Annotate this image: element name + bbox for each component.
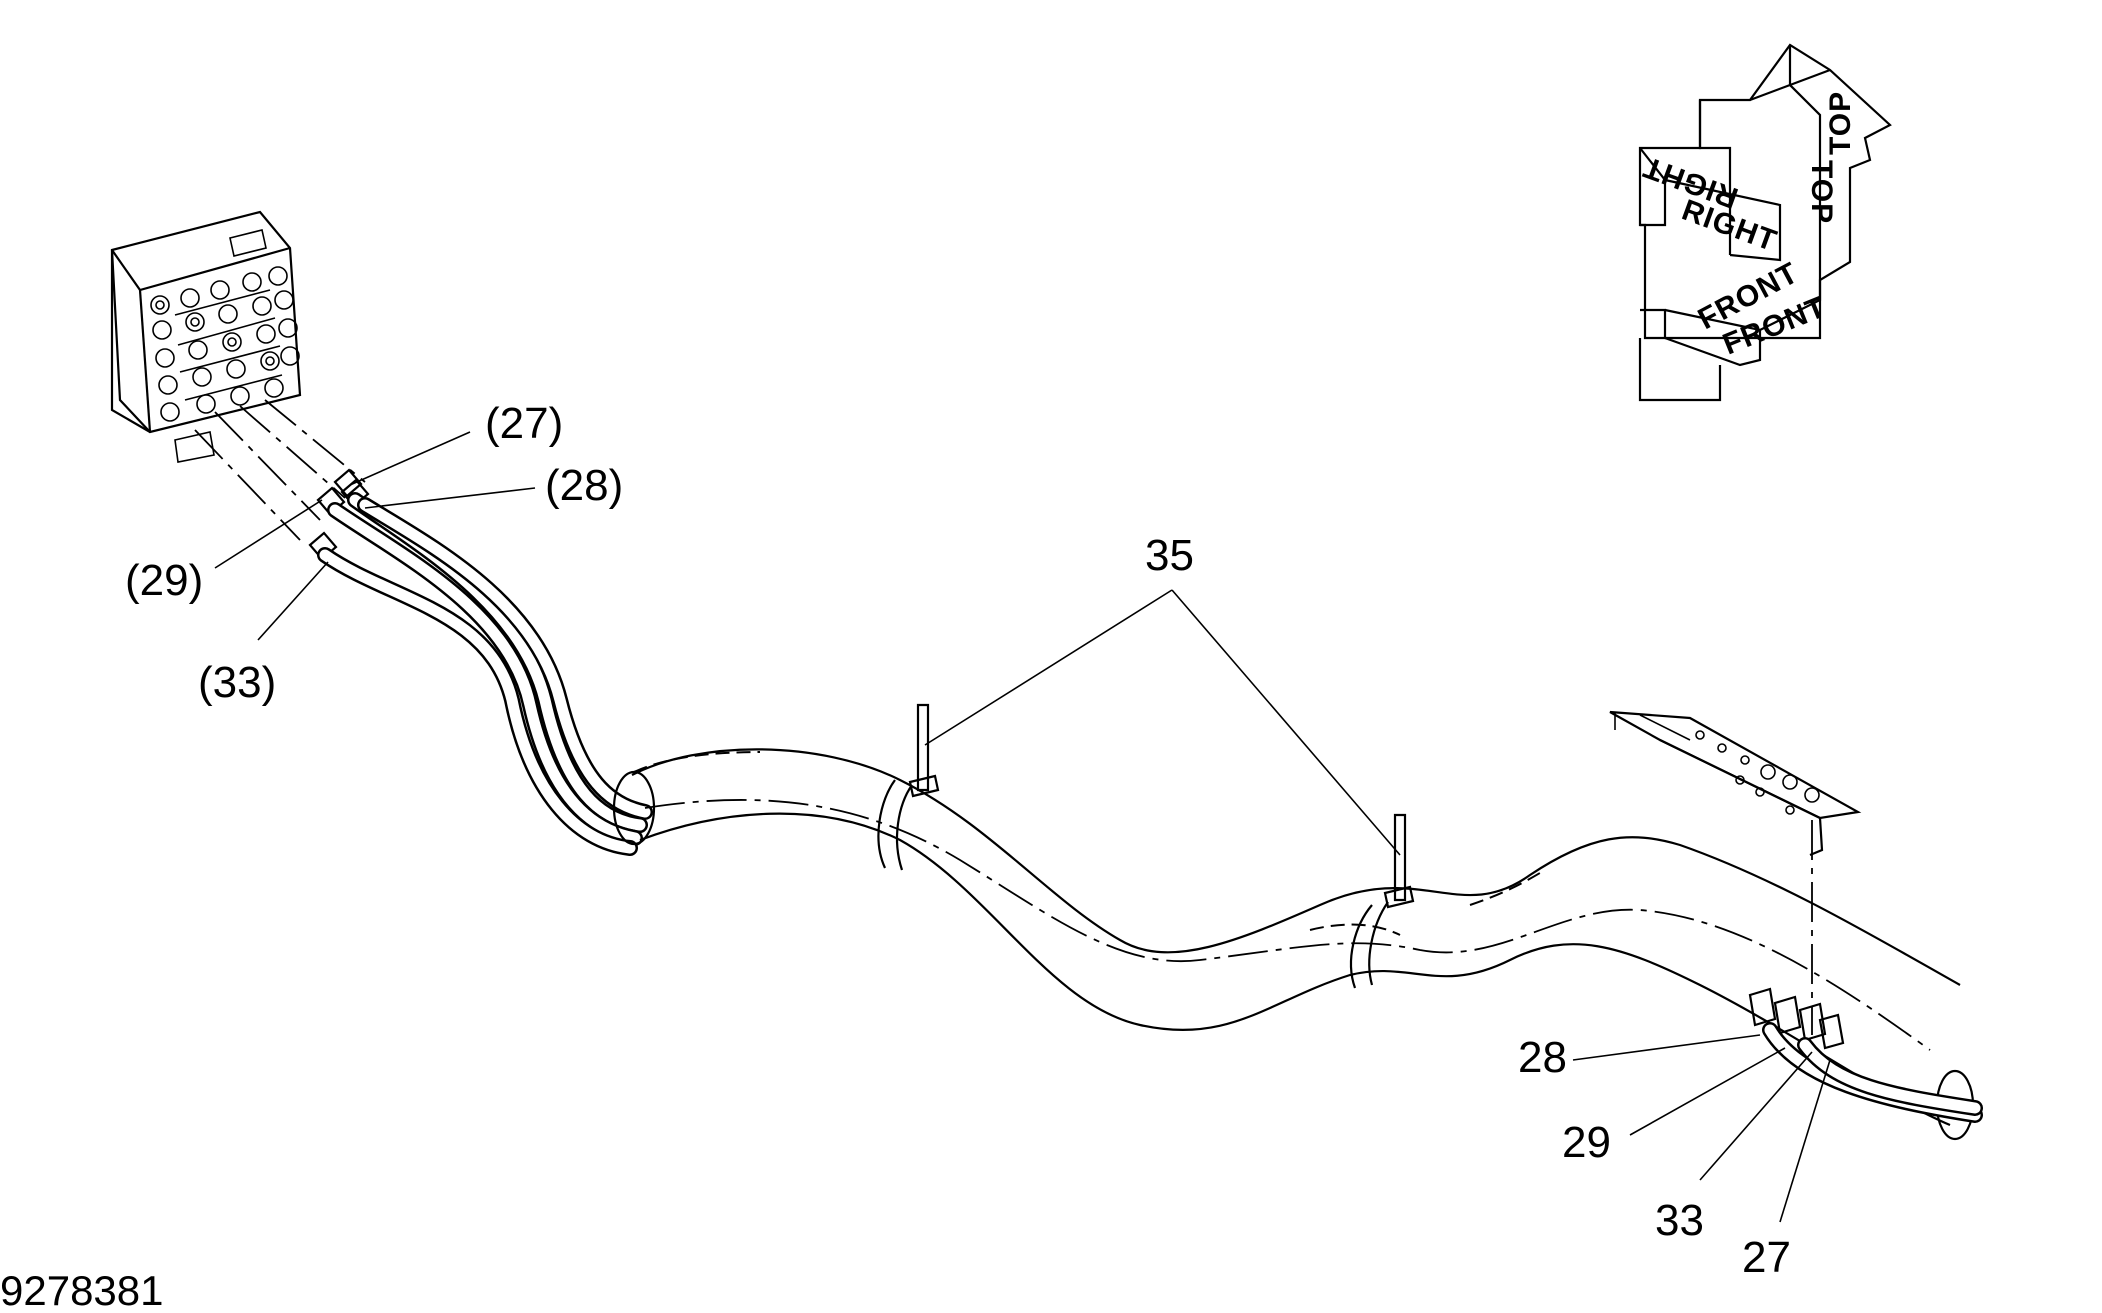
leader-lines [214, 431, 1831, 1223]
orientation-top-label: TOP [1824, 91, 1857, 155]
callout-28-valve: (28) [545, 461, 623, 510]
drawing-number: 9278381 [0, 1267, 164, 1313]
motor-mount-bracket [1609, 710, 1862, 1035]
cable-tie-right [1349, 813, 1415, 989]
hose-bundle [317, 492, 653, 856]
callout-35-ties: 35 [1145, 531, 1194, 580]
control-valve-block [110, 210, 366, 541]
callout-33-motor: 33 [1655, 1196, 1704, 1245]
cable-tie-left [877, 703, 940, 871]
orientation-arrow-icon: RIGHT RIGHT TOP TOP FRONT FRONT [1639, 43, 1892, 402]
callout-28-motor: 28 [1518, 1033, 1567, 1082]
callout-29-valve: (29) [125, 556, 203, 605]
protective-sleeve [612, 748, 1975, 1141]
callout-27-valve: (27) [485, 399, 563, 448]
motor-end-fittings [1748, 987, 1983, 1123]
callout-33-valve: (33) [198, 658, 276, 707]
orientation-top-label-mirrored: TOP [1805, 160, 1838, 224]
callout-29-motor: 29 [1562, 1118, 1611, 1167]
callout-27-motor: 27 [1742, 1233, 1791, 1282]
